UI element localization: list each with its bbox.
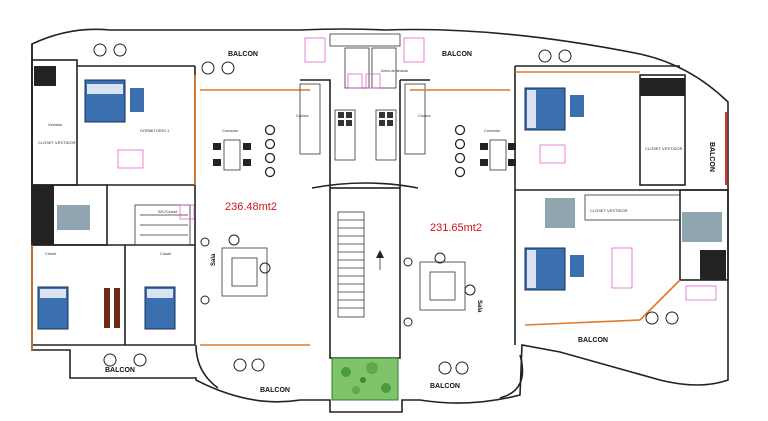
dormitorio-label: DORMITORIO 1 [140, 128, 170, 133]
balcon-label-right-vertical: BALCON [708, 142, 715, 172]
dining-left: Comedor [213, 124, 276, 178]
balcon-label-top-right: BALCON [442, 51, 472, 58]
area-left: 236.48mt2 [225, 201, 277, 213]
sala-left-label: Sala [211, 253, 217, 266]
left-unit-walls [31, 59, 331, 350]
comedor-left-label: Comedor [222, 128, 239, 133]
beds: DORMITORIO 1 [37, 79, 584, 330]
balcon-label-bottom-right: BALCON [578, 337, 608, 344]
service-shaft: Area de lavado [304, 33, 425, 89]
balcon-label-bottom-mid-right: BALCON [430, 383, 460, 390]
kitchen-left-label: Cocina [296, 113, 309, 118]
balcon-label-bottom-left: BALCON [105, 367, 135, 374]
vestidor-label: Vestidor [48, 122, 63, 127]
right-unit-walls [399, 65, 729, 345]
kitchens: Cocina Cocina [296, 109, 431, 161]
fixtures [117, 144, 717, 301]
living-right: Sala [403, 252, 482, 327]
area-right: 231.65mt2 [430, 222, 482, 234]
closet-left-label: Closet [45, 251, 57, 256]
dining-right: Comedor [454, 124, 516, 178]
comedor-right-label: Comedor [484, 128, 501, 133]
balcon-label-bottom-mid-left: BALCON [260, 387, 290, 394]
closet-vestidor-left-label: CLOSET VESTIDOR [38, 140, 76, 145]
wc-closet-label: WC/Closet [158, 209, 178, 214]
area-lavado-label: Area de lavado [381, 68, 409, 73]
stair-core [311, 182, 419, 401]
sala-right-label: Sala [476, 300, 482, 313]
closet-mid-label: Closet [160, 251, 172, 256]
closet-vestidor-mid-label: CLOSET VESTIDOR [590, 208, 628, 213]
living-left: Sala [200, 234, 271, 305]
balcony-furniture [93, 43, 679, 375]
closet-vestidor-right-label: CLOSET VESTIDOR [645, 146, 683, 151]
stair-treads [338, 219, 364, 309]
balcon-label-top-left: BALCON [228, 51, 258, 58]
bathrooms: CLOSET VESTIDOR CLOSET VESTIDOR CLOSET V… [32, 66, 726, 280]
kitchen-right-label: Cocina [418, 113, 431, 118]
